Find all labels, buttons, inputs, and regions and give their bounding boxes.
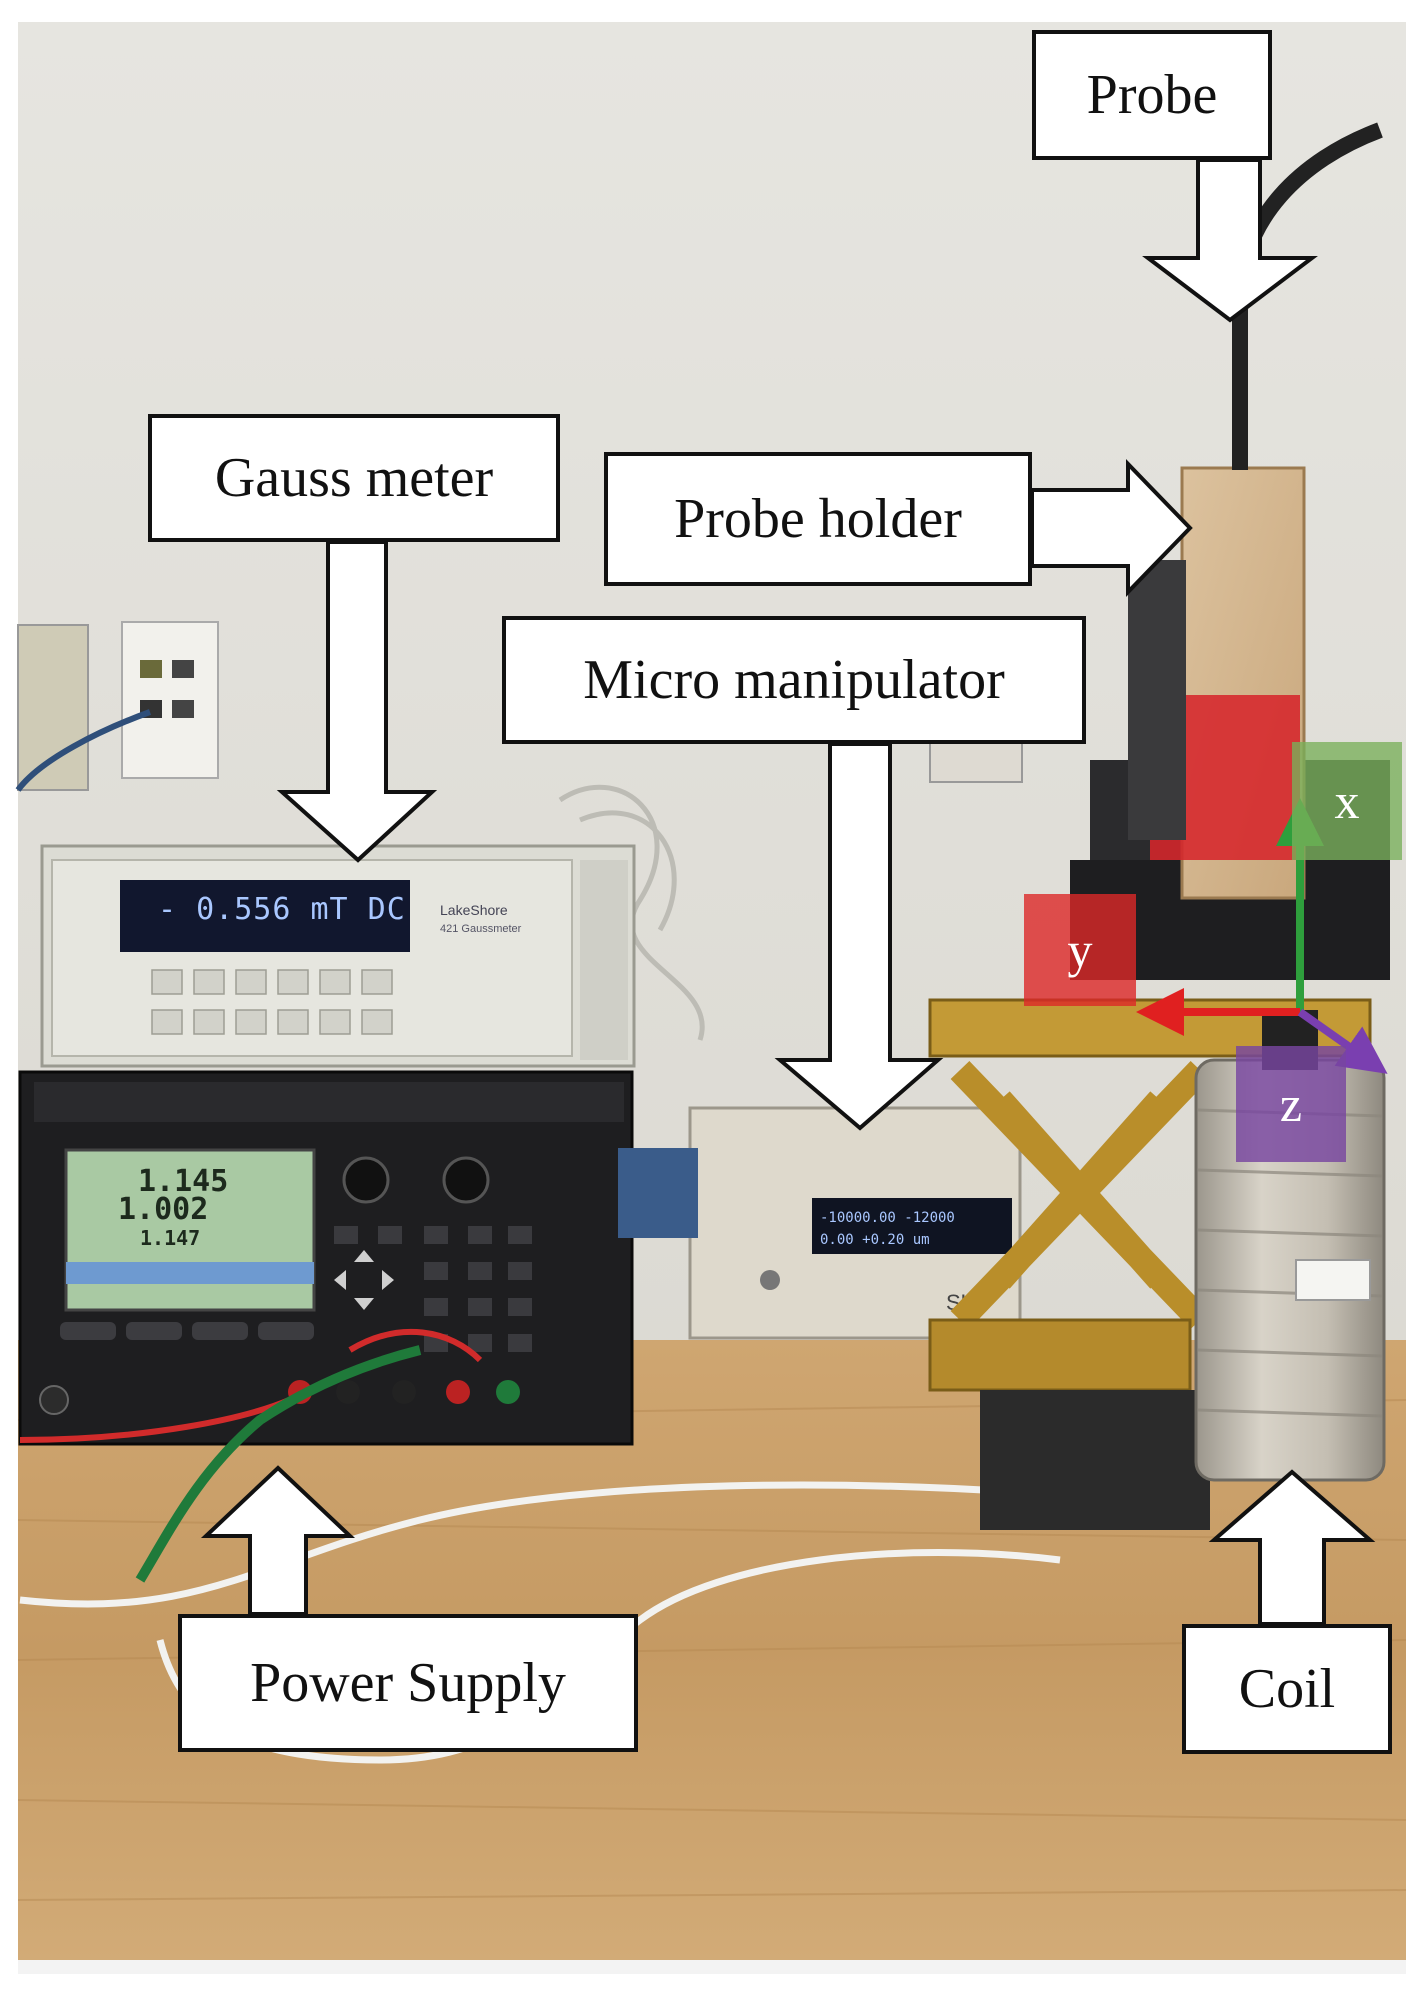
x-axis-label: x (1292, 742, 1402, 860)
coil-label: Coil (1182, 1624, 1392, 1754)
svg-text:421 Gaussmeter: 421 Gaussmeter (440, 923, 522, 935)
green-lead (135, 1345, 422, 1583)
power-supply-readout-2: 1.002 (118, 1192, 209, 1227)
z-axis-arrow (1297, 1008, 1388, 1074)
micro-manipulator-arrow (774, 742, 944, 1131)
svg-text:0.00 +0.20 um: 0.00 +0.20 um (820, 1232, 930, 1248)
y-axis-label: y (1024, 894, 1136, 1006)
power-supply-label: Power Supply (178, 1614, 638, 1752)
probe-label: Probe (1032, 30, 1272, 160)
probe-holder-label: Probe holder (604, 452, 1032, 586)
micro-manipulator-label: Micro manipulator (502, 616, 1086, 744)
probe-holder-arrow (1030, 459, 1193, 597)
wall-plate-right (929, 741, 1023, 783)
svg-text:-10000.00 -12000: -10000.00 -12000 (820, 1210, 955, 1226)
power-supply-readout-1: 1.145 (138, 1164, 229, 1199)
grey-cables (558, 784, 705, 1041)
gauss-meter-screen (120, 880, 410, 952)
coil-arrow (1208, 1469, 1376, 1626)
label-arrows (200, 158, 1376, 1626)
gauss-meter-label: Gauss meter (148, 414, 560, 542)
wall-plate-network (121, 621, 219, 779)
scissor-lift (928, 998, 1372, 1530)
power-supply-arrow (200, 1465, 356, 1616)
probe-arrow (1142, 158, 1318, 323)
gauss-meter-arrow (276, 540, 438, 863)
gauss-meter-device: LakeShore 421 Gaussmeter (40, 844, 636, 1068)
power-supply-readout-3: 1.147 (140, 1226, 201, 1250)
gauss-meter-readout: - 0.556 mT DC (158, 892, 406, 927)
wall-plate-left (17, 624, 89, 791)
network-cable (15, 709, 152, 792)
svg-text:LakeShore: LakeShore (440, 902, 508, 918)
z-axis-label: z (1236, 1046, 1346, 1162)
